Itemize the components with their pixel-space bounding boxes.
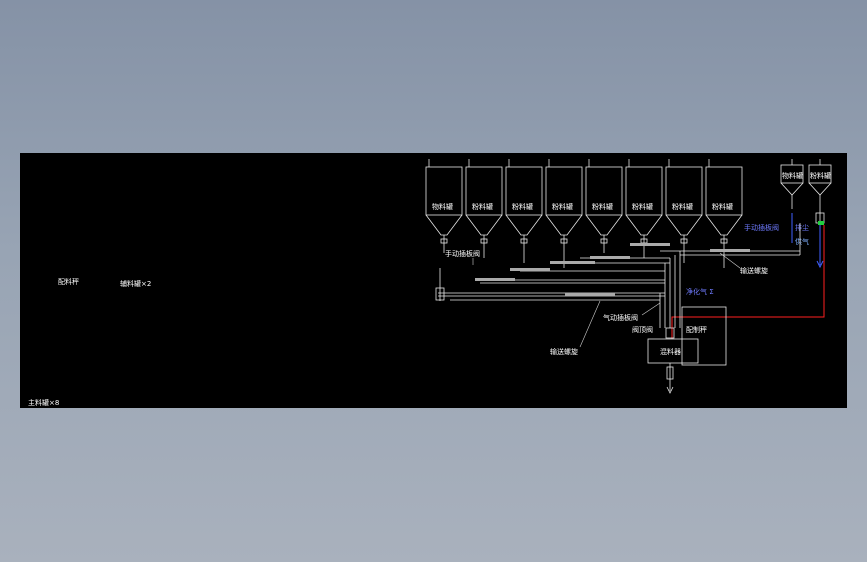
silo-6: 粉料罐 <box>625 159 663 258</box>
mixer-box <box>647 338 699 364</box>
silo-4: 粉料罐 <box>545 159 583 268</box>
silo-8-label: 粉料罐 <box>712 202 733 211</box>
small-silo-2-label: 粉料罐 <box>810 171 831 180</box>
cad-canvas[interactable]: 配料秤 辅料罐×2 主料罐×8 物料罐粉料罐粉料罐粉料罐粉料罐粉料罐粉料罐粉料罐… <box>20 153 847 408</box>
silo-7-label: 粉料罐 <box>672 202 693 211</box>
silo-4-label: 粉料罐 <box>552 202 573 211</box>
mixer-inlet <box>665 327 675 339</box>
silo-7: 粉料罐 <box>665 159 703 263</box>
blue-arrow <box>816 260 824 269</box>
screw-conveyor-right-label: 输送螺旋 <box>740 266 768 275</box>
frame-right <box>681 306 727 366</box>
dust-vent-label: 排尘 <box>795 223 809 232</box>
pneumatic-gate-valve-label: 气动插板阀 <box>603 313 638 322</box>
screw-conveyors <box>475 243 750 296</box>
silo-2-label: 粉料罐 <box>472 202 493 211</box>
silo-2: 粉料罐 <box>465 159 503 258</box>
small-silo-1-label: 物料罐 <box>782 171 803 180</box>
silo-1: 物料罐 <box>425 159 463 253</box>
silo-6-label: 粉料罐 <box>632 202 653 211</box>
purge-air-label: 净化气 Σ <box>686 287 714 296</box>
main-silo-label: 主料罐×8 <box>28 398 59 407</box>
silo-row: 物料罐 粉料罐 粉料罐 粉料罐 粉料罐 粉料罐 粉料罐 粉料罐 <box>425 159 743 268</box>
batch-scale-label: 配制秤 <box>686 325 707 334</box>
small-silo-1: 物料罐 <box>780 159 804 209</box>
silo-5-label: 粉料罐 <box>592 202 613 211</box>
small-silo-2: 粉料罐 <box>808 159 832 223</box>
screw-conveyor-label: 输送螺旋 <box>550 347 578 356</box>
manual-gate-valve-label: 手动插板阀 <box>445 249 480 258</box>
silo-3: 粉料罐 <box>505 159 543 263</box>
collector-pipes <box>435 223 801 328</box>
green-marker <box>818 221 824 225</box>
process-flow-diagram: 配料秤 辅料罐×2 主料罐×8 物料罐粉料罐粉料罐粉料罐粉料罐粉料罐粉料罐粉料罐… <box>28 159 832 407</box>
silo-1-label: 物料罐 <box>432 202 453 211</box>
manual-gate-valve-right-label: 手动插板阀 <box>744 223 779 232</box>
mixer-label: 混料器 <box>660 347 681 356</box>
air-supply-label: 供气 <box>795 237 809 246</box>
top-valve-label: 阀顶阀 <box>632 325 653 334</box>
auxiliary-silo-label: 辅料罐×2 <box>120 279 151 288</box>
ingredient-scale-label: 配料秤 <box>58 277 79 286</box>
silo-5: 粉料罐 <box>585 159 623 253</box>
silo-3-label: 粉料罐 <box>512 202 533 211</box>
